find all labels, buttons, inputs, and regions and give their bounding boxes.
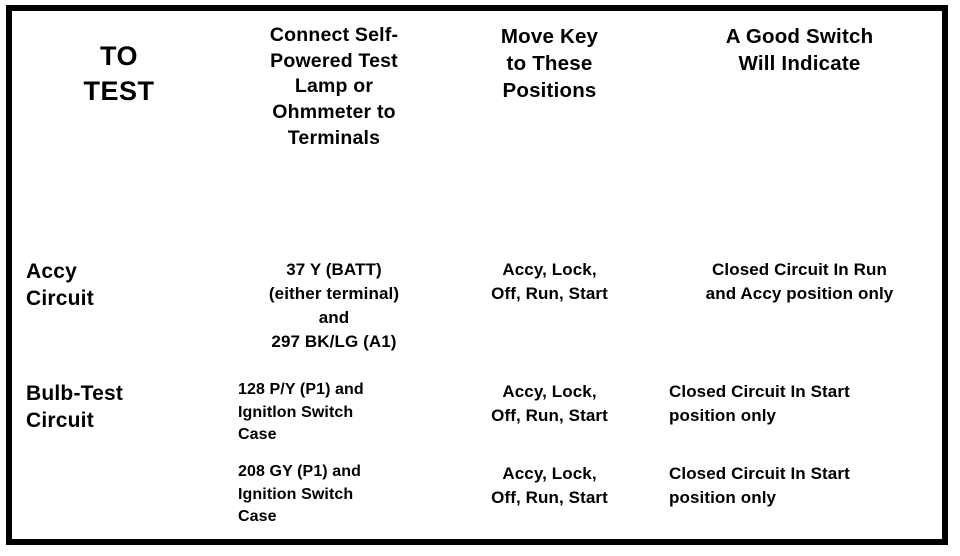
row-accy-key-positions-text: Accy, Lock, Off, Run, Start xyxy=(442,247,657,369)
cell-line: Accy, Lock, xyxy=(502,260,597,279)
cell-line: Accy, Lock, xyxy=(502,382,597,401)
row-bulbtest-key-positions-column: Accy, Lock, Off, Run, Start Accy, Lock, … xyxy=(442,369,657,539)
row-bulbtest-indication-a-text: Closed Circuit In Start position only xyxy=(657,369,942,451)
subrow: Closed Circuit In Start position only xyxy=(657,369,942,451)
row-bulbtest-key-positions-b: Accy, Lock, Off, Run, Start xyxy=(442,451,657,539)
row-accy-connect-text: 37 Y (BATT) (either terminal) and 297 BK… xyxy=(226,247,442,369)
cell-line: Case xyxy=(238,508,277,526)
cell-line: Off, Run, Start xyxy=(491,406,608,426)
cell-line: 297 BK/LG (A1) xyxy=(271,332,397,352)
table-row: Bulb-Test Circuit 128 P/Y (P1) and Ignit… xyxy=(12,369,942,539)
row-accy-indication: Closed Circuit In Run and Accy position … xyxy=(657,247,942,369)
cell-line: Ignitlon Switch xyxy=(238,403,354,421)
row-bulbtest-indication-column: Closed Circuit In Start position only Cl… xyxy=(657,369,942,539)
row-accy-test-text: Accy Circuit xyxy=(12,247,226,369)
table-row: Accy Circuit 37 Y (BATT) (either termina… xyxy=(12,247,942,369)
row-bulbtest-key-positions-b-text: Accy, Lock, Off, Run, Start xyxy=(442,451,657,539)
cell-line: Accy, Lock, xyxy=(502,464,597,483)
header-line: Powered Test xyxy=(270,49,398,72)
test-procedure-grid: TO TEST Connect Self- Powered Test Lamp … xyxy=(12,11,942,539)
row-bulbtest-key-positions-a: Accy, Lock, Off, Run, Start xyxy=(442,369,657,451)
subrow: Accy, Lock, Off, Run, Start xyxy=(442,369,657,451)
cell-line: 128 P/Y (P1) and xyxy=(238,381,364,398)
row-bulbtest-test-text: Bulb-Test Circuit xyxy=(12,369,226,539)
header-line: Connect Self- xyxy=(269,24,399,46)
header-line: Ohmmeter to xyxy=(272,101,396,124)
cell-line: Accy xyxy=(26,260,78,283)
header-cell-to-test: TO TEST xyxy=(12,11,226,247)
cell-line: and Accy position only xyxy=(705,284,894,304)
row-accy-indication-text: Closed Circuit In Run and Accy position … xyxy=(657,247,942,369)
row-bulbtest-indication-b: Closed Circuit In Start position only xyxy=(657,451,942,539)
cell-line: Closed Circuit In Start xyxy=(669,382,850,401)
table-header-row: TO TEST Connect Self- Powered Test Lamp … xyxy=(12,11,942,247)
cell-line: 208 GY (P1) and xyxy=(238,463,362,480)
cell-line: Closed Circuit In Run xyxy=(712,260,887,279)
cell-line: Ignition Switch xyxy=(238,485,354,503)
cell-line: Closed Circuit In Start xyxy=(669,464,850,483)
cell-line: Off, Run, Start xyxy=(491,284,608,304)
row-bulbtest-connect-a: 128 P/Y (P1) and Ignitlon Switch Case xyxy=(226,369,442,451)
cell-line: position only xyxy=(669,488,777,508)
subrow: 128 P/Y (P1) and Ignitlon Switch Case xyxy=(226,369,442,451)
row-bulbtest-indication-a: Closed Circuit In Start position only xyxy=(657,369,942,451)
subrow: 208 GY (P1) and Ignition Switch Case xyxy=(226,451,442,539)
cell-line: Circuit xyxy=(26,287,94,311)
bulbtest-keypos-subgrid: Accy, Lock, Off, Run, Start Accy, Lock, … xyxy=(442,369,657,539)
header-cell-connect-terminals: Connect Self- Powered Test Lamp or Ohmme… xyxy=(226,11,442,247)
row-bulbtest-key-positions-a-text: Accy, Lock, Off, Run, Start xyxy=(442,369,657,451)
header-line: TO xyxy=(99,41,138,71)
header-line: Move Key xyxy=(500,25,599,48)
header-line: Will Indicate xyxy=(738,52,861,76)
header-line: TEST xyxy=(83,76,155,107)
row-bulbtest-connect-b: 208 GY (P1) and Ignition Switch Case xyxy=(226,451,442,539)
cell-line: Off, Run, Start xyxy=(491,488,608,508)
row-accy-connect: 37 Y (BATT) (either terminal) and 297 BK… xyxy=(226,247,442,369)
row-bulbtest-connect-a-text: 128 P/Y (P1) and Ignitlon Switch Case xyxy=(226,369,442,451)
header-to-test-text: TO TEST xyxy=(12,11,226,247)
cell-line: position only xyxy=(669,406,777,426)
header-line: Terminals xyxy=(287,126,381,149)
row-bulbtest-test-label: Bulb-Test Circuit xyxy=(12,369,226,539)
header-key-positions-text: Move Key to These Positions xyxy=(442,11,657,247)
cell-line: Circuit xyxy=(26,409,94,433)
cell-line: and xyxy=(318,308,350,328)
row-accy-test-label: Accy Circuit xyxy=(12,247,226,369)
subrow: Accy, Lock, Off, Run, Start xyxy=(442,451,657,539)
row-bulbtest-indication-b-text: Closed Circuit In Start position only xyxy=(657,451,942,539)
bulbtest-connect-subgrid: 128 P/Y (P1) and Ignitlon Switch Case 20… xyxy=(226,369,442,539)
cell-line: 37 Y (BATT) xyxy=(286,260,382,279)
header-good-switch-text: A Good Switch Will Indicate xyxy=(657,11,942,247)
cell-line: (either terminal) xyxy=(268,284,400,304)
row-accy-key-positions: Accy, Lock, Off, Run, Start xyxy=(442,247,657,369)
header-cell-key-positions: Move Key to These Positions xyxy=(442,11,657,247)
header-line: A Good Switch xyxy=(725,25,874,48)
header-connect-text: Connect Self- Powered Test Lamp or Ohmme… xyxy=(226,11,442,247)
cell-line: Case xyxy=(238,426,277,444)
bulbtest-indication-subgrid: Closed Circuit In Start position only Cl… xyxy=(657,369,942,539)
header-line: Lamp or xyxy=(294,75,374,98)
header-line: Positions xyxy=(502,79,597,103)
subrow: Closed Circuit In Start position only xyxy=(657,451,942,539)
header-line: to These xyxy=(506,52,593,76)
row-bulbtest-connect-column: 128 P/Y (P1) and Ignitlon Switch Case 20… xyxy=(226,369,442,539)
ignition-switch-test-table: TO TEST Connect Self- Powered Test Lamp … xyxy=(6,5,948,545)
header-cell-good-switch: A Good Switch Will Indicate xyxy=(657,11,942,247)
row-bulbtest-connect-b-text: 208 GY (P1) and Ignition Switch Case xyxy=(226,451,442,539)
cell-line: Bulb-Test xyxy=(26,382,124,405)
